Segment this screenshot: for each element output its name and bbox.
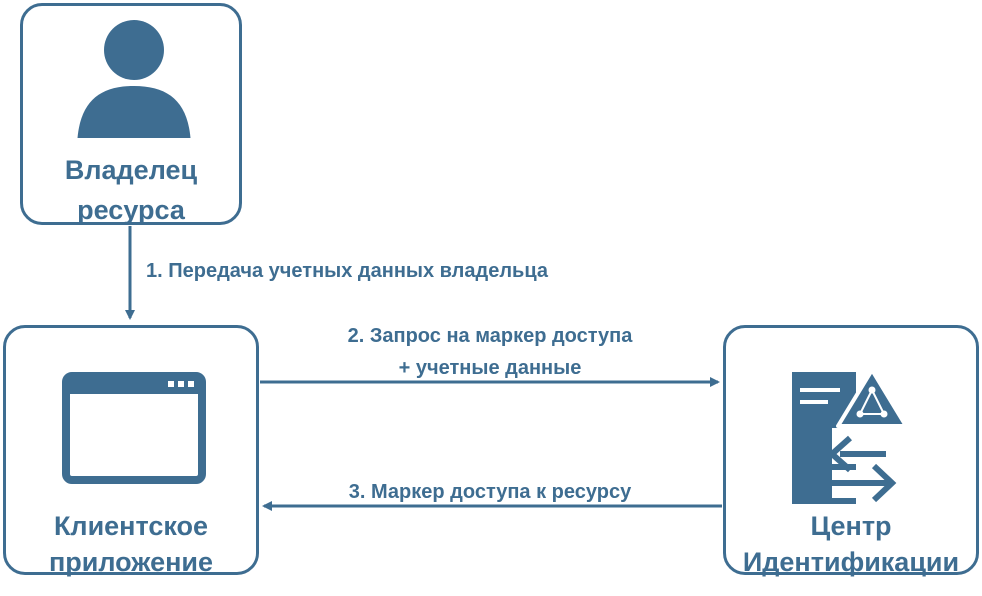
node-resource-owner: Владелец ресурса: [20, 3, 242, 225]
client-label-line2: приложение: [48, 547, 214, 577]
owner-label-line2: ресурса: [77, 195, 185, 225]
owner-label-line1: Владелец: [64, 155, 198, 185]
client-label-line1: Клиентское: [53, 511, 209, 541]
node-identity-center: Центр Идентификации: [723, 325, 979, 577]
edge-label-step3: 3. Маркер доступа к ресурсу: [348, 481, 632, 503]
node-client-application: Клиентское приложение: [3, 325, 259, 577]
user-icon: [77, 20, 191, 138]
edge-label-step1: 1. Передача учетных данных владельца: [146, 260, 548, 282]
browser-window-icon: [62, 372, 206, 484]
idp-label-line1: Центр: [810, 511, 892, 541]
edge-label-step2-line1: 2. Запрос на маркер доступа: [347, 325, 633, 347]
identity-server-icon: [792, 368, 912, 504]
edge-label-step2-line2: + учетные данные: [398, 357, 582, 379]
idp-label-line2: Идентификации: [742, 547, 960, 577]
